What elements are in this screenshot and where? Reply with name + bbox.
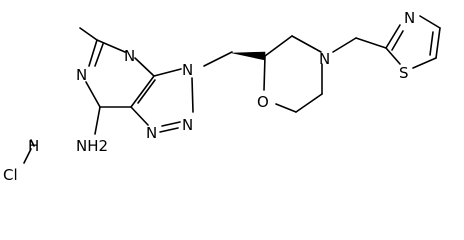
bond-n1-c4a xyxy=(130,106,149,126)
bond-n3-n2 xyxy=(191,77,194,113)
bond-s1t-c2t xyxy=(385,47,401,65)
bond-ch2-c2t xyxy=(355,37,387,49)
chemical-structure: N N N N N NH2 O N N S Cl H xyxy=(3,9,441,184)
atom-h: H xyxy=(28,137,39,155)
bond-n2-n1 xyxy=(159,127,179,133)
atom-labels: N N N N N NH2 O N N S Cl H xyxy=(3,9,415,184)
bond-c7a-n3 xyxy=(153,68,182,77)
bond-n4m-ch2 xyxy=(332,37,357,53)
atom-o-morpholine: O xyxy=(257,93,269,111)
bond-o1m-c6m xyxy=(263,55,266,91)
bond-c4a-c7a-double xyxy=(137,79,156,104)
bond-n3-ch2 xyxy=(203,51,233,67)
stereo-wedge xyxy=(231,51,266,61)
bond-c3m-c2m xyxy=(295,93,323,113)
bond-h-cl-tick xyxy=(30,139,35,147)
bond-c2t-n3t xyxy=(385,24,401,49)
atom-n-pyrimidine-top: N xyxy=(124,47,135,65)
bond-c5-n6 xyxy=(96,39,126,53)
bond-n3t-c4t xyxy=(419,15,441,29)
bond-h-cl xyxy=(23,148,32,164)
bond-c2t-n3t-double xyxy=(391,30,404,51)
bond-n6-c7a xyxy=(134,57,155,77)
bond-c2m-o1m xyxy=(275,103,297,113)
atom-amine: NH2 xyxy=(76,137,108,155)
atom-n-triazole-2: N xyxy=(182,116,193,134)
bond-c4-nh2 xyxy=(94,106,101,135)
bond-c6m-c5m xyxy=(264,35,293,57)
bond-methyl xyxy=(79,27,98,41)
atom-s-thiazole: S xyxy=(399,64,409,82)
bond-c4t-c5t xyxy=(435,27,441,59)
atom-cl: Cl xyxy=(3,166,18,184)
bond-group xyxy=(23,15,441,164)
bond-c4a-c7a xyxy=(130,75,155,108)
atom-n-morpholine: N xyxy=(319,50,330,68)
bond-c4t-c5t-double xyxy=(429,31,434,56)
bond-c5-n4-double xyxy=(94,43,104,67)
bond-c5m-n4m xyxy=(291,35,322,53)
bond-n2-n1-double xyxy=(161,121,181,127)
bond-n4-c4 xyxy=(85,81,101,108)
bond-c5-n4 xyxy=(88,39,98,67)
bond-c5t-s1t xyxy=(412,57,437,69)
atom-n-pyrimidine-left: N xyxy=(76,66,87,84)
atom-n-thiazole: N xyxy=(404,9,415,27)
atom-n-triazole-3: N xyxy=(182,61,193,79)
atom-n-triazole-1: N xyxy=(146,124,157,142)
